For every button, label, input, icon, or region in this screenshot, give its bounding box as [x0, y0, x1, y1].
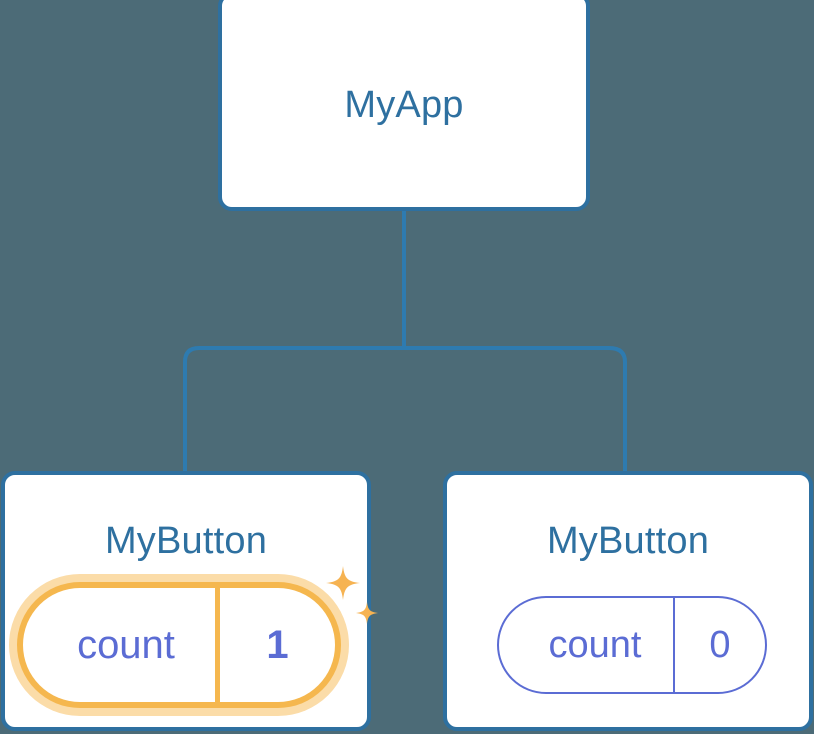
node-mybutton-left[interactable]: MyButton count 1	[1, 471, 378, 731]
state-value-left: 1	[215, 588, 335, 702]
state-pill-plain[interactable]: count 0	[497, 596, 767, 694]
node-myapp[interactable]: MyApp	[218, 0, 590, 211]
state-key-left: count	[77, 623, 175, 667]
node-myapp-label: MyApp	[344, 84, 464, 126]
sparkle-small-icon	[356, 602, 378, 624]
state-key-right: count	[548, 624, 642, 666]
node-mybutton-left-label: MyButton	[104, 520, 268, 562]
node-mybutton-right-label: MyButton	[546, 520, 710, 562]
connector-branch-bus	[183, 346, 627, 480]
state-pill-ring: count 1	[17, 582, 341, 708]
state-value-right: 0	[673, 598, 765, 692]
node-mybutton-right[interactable]: MyButton count 0	[443, 471, 813, 731]
state-pill-highlighted[interactable]: count 1	[9, 574, 349, 716]
state-pill-body: count 1	[23, 588, 335, 702]
